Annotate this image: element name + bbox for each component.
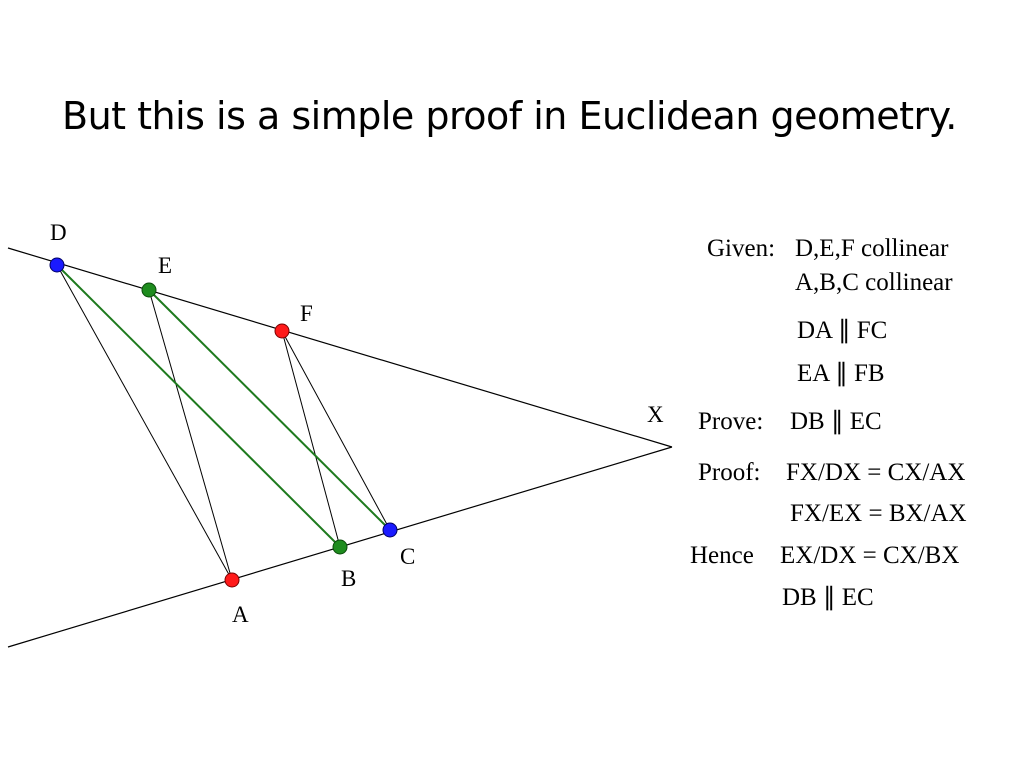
upper-ray-line bbox=[7, 247, 673, 448]
hence-line-2: DB ∥ EC bbox=[782, 584, 874, 611]
label-E: E bbox=[158, 253, 172, 278]
parallel-DB-line bbox=[56, 264, 341, 548]
label-A: A bbox=[232, 602, 249, 627]
label-C: C bbox=[400, 544, 415, 569]
point-C bbox=[382, 522, 398, 538]
parallel-EC-line bbox=[148, 289, 391, 531]
point-A bbox=[224, 572, 240, 588]
segment-EA bbox=[148, 289, 233, 581]
given-line-2: A,B,C collinear bbox=[795, 269, 953, 296]
proof-line-1: FX/DX = CX/AX bbox=[786, 459, 966, 486]
given-line-4: EA ∥ FB bbox=[797, 360, 885, 387]
given-line-1: D,E,F collinear bbox=[795, 235, 949, 262]
label-X: X bbox=[647, 402, 664, 427]
label-D: D bbox=[50, 220, 67, 245]
segment-FB bbox=[281, 330, 341, 548]
hence-line-1: EX/DX = CX/BX bbox=[780, 542, 960, 569]
prove-line-1: DB ∥ EC bbox=[790, 408, 882, 435]
hence-label: Hence bbox=[690, 542, 754, 569]
proof-label: Proof: bbox=[698, 459, 761, 486]
prove-label: Prove: bbox=[698, 408, 764, 435]
segment-DA bbox=[56, 264, 233, 581]
point-D bbox=[49, 257, 65, 273]
label-F: F bbox=[300, 301, 313, 326]
point-F bbox=[274, 323, 290, 339]
given-line-3: DA ∥ FC bbox=[797, 317, 888, 344]
label-B: B bbox=[341, 566, 356, 591]
given-label: Given: bbox=[707, 235, 776, 262]
slide-title: But this is a simple proof in Euclidean … bbox=[62, 94, 957, 138]
proof-line-2: FX/EX = BX/AX bbox=[790, 500, 967, 527]
segment-FC bbox=[281, 330, 391, 531]
point-B bbox=[332, 539, 348, 555]
point-E bbox=[141, 282, 157, 298]
